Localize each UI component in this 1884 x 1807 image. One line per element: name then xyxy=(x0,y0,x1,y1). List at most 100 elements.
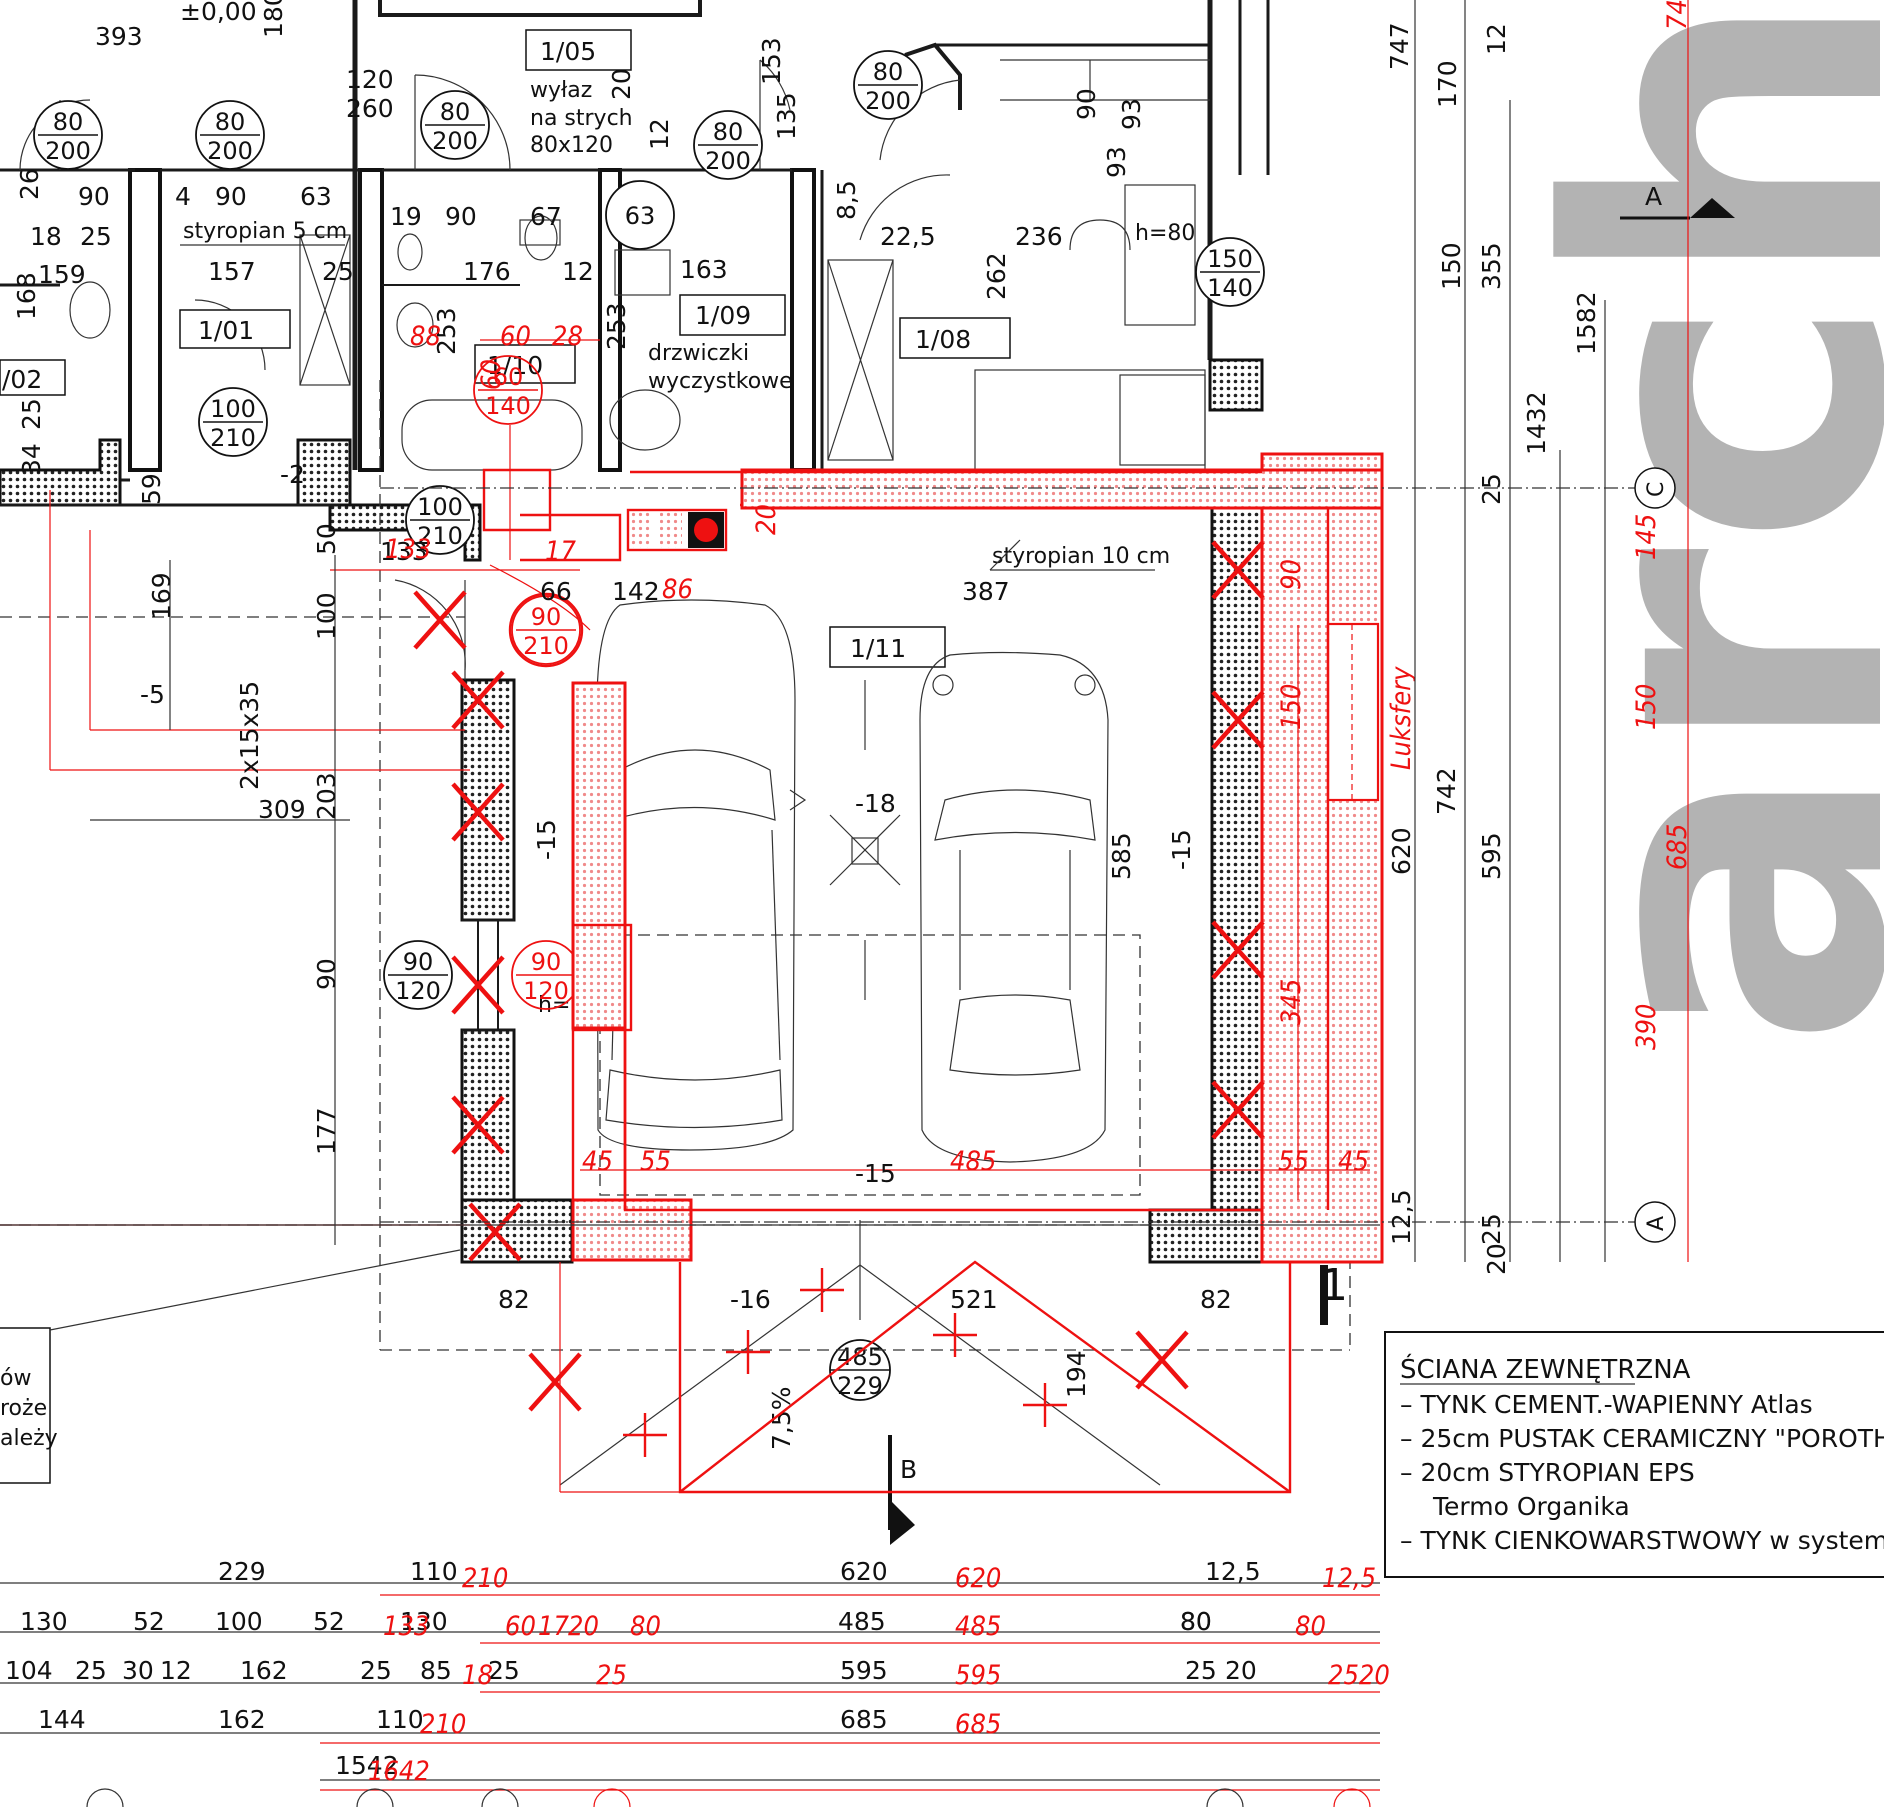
legend-line-2: – 25cm PUSTAK CERAMICZNY "POROTHER xyxy=(1400,1424,1884,1453)
room-label-1-02: /02 xyxy=(2,365,42,394)
door-tag-height: 140 xyxy=(1207,274,1253,302)
room-label-1-09: 1/09 xyxy=(695,301,751,330)
dimension-lines: C A xyxy=(0,0,1676,1807)
door-tag-width: 150 xyxy=(1207,245,1253,273)
demolition-mark xyxy=(468,1202,522,1262)
dimension-black: 194 xyxy=(1062,1350,1091,1398)
dimension-black: 236 xyxy=(1015,222,1063,251)
dimension-red: 28 xyxy=(552,321,583,352)
door-tag-width: 90 xyxy=(531,603,562,631)
dimension-black: 90 xyxy=(215,182,247,211)
dimension-black: 19 xyxy=(390,202,422,231)
dimension-red: 685 xyxy=(955,1709,1001,1740)
level-marks: -2 -5 -15 -18 -15 -15 -16 xyxy=(140,460,1196,1314)
dimension-black: 63 xyxy=(300,182,332,211)
dimension-black: 163 xyxy=(680,255,728,284)
dimension-black: 90 xyxy=(1072,88,1101,120)
dimension-black: 12 xyxy=(160,1656,192,1685)
dimension-black: 20 xyxy=(607,68,636,100)
dimension-black: 80 xyxy=(1180,1607,1212,1636)
door-tag-height: 229 xyxy=(837,1372,883,1400)
dimension-red: 150 xyxy=(1631,684,1662,730)
door-tag-width: 100 xyxy=(210,395,256,423)
cleaning-door-note-2: wyczystkowe xyxy=(648,369,793,394)
upper-rooms xyxy=(0,0,1270,562)
dimension-red: 485 xyxy=(955,1611,1001,1642)
door-tag-height: 210 xyxy=(523,632,569,660)
dimension-black: 26 xyxy=(15,168,44,200)
dimension-red: 390 xyxy=(1631,1004,1662,1050)
level-mark-5: -15 xyxy=(1167,829,1196,870)
dimension-black: 170 xyxy=(1433,60,1462,108)
dimension-black: 260 xyxy=(346,94,394,123)
dimension-black: 747 xyxy=(1385,22,1414,70)
dimension-black: 93 xyxy=(1117,98,1146,130)
dimension-black: 180 xyxy=(259,0,288,38)
dimension-black: 12 xyxy=(645,118,674,150)
notes: wyłaz na strych 80x120 drzwiczki wyczyst… xyxy=(180,0,1417,1450)
section-a-label: A xyxy=(1645,182,1662,211)
door-tag-height: 200 xyxy=(45,137,91,165)
attic-hatch-note-3: 80x120 xyxy=(530,133,613,158)
watermark: arch xyxy=(1482,0,1884,1050)
left-note-line-2: roże xyxy=(0,1396,47,1421)
door-tag-width: 80 xyxy=(873,58,904,86)
dimension-black: 176 xyxy=(463,257,511,286)
dimension-black: 90 xyxy=(312,958,341,990)
door-tag-width: 485 xyxy=(837,1343,883,1371)
dimension-black: 177 xyxy=(312,1107,341,1155)
dimension-red: 60 xyxy=(476,359,507,390)
door-tag-height: 200 xyxy=(865,87,911,115)
dimension-black: 1432 xyxy=(1522,391,1551,455)
room-label-1-11: 1/11 xyxy=(850,634,906,663)
red-overlay xyxy=(0,0,1689,1494)
dimension-black: 25 xyxy=(1185,1656,1217,1685)
dimension-black: 1582 xyxy=(1572,291,1601,355)
dimension-black: 135 xyxy=(772,92,801,140)
dimension-red: 90 xyxy=(1276,559,1307,590)
dimension-black: 144 xyxy=(38,1705,86,1734)
dimension-black: 100 xyxy=(215,1607,263,1636)
dimension-red: 133 xyxy=(383,1611,429,1642)
insulation-5-note: styropian 5 cm xyxy=(183,219,347,244)
dimension-red: 55 xyxy=(1278,1146,1309,1177)
demolition-mark xyxy=(1211,1080,1265,1140)
dimension-red: 80 xyxy=(630,1611,661,1642)
dimension-red: 145 xyxy=(1631,514,1662,560)
section-b-label: B xyxy=(900,1455,917,1484)
dimension-red: 685 xyxy=(1662,824,1693,870)
demolition-mark xyxy=(1211,540,1265,600)
dimension-black: 25 xyxy=(488,1656,520,1685)
dimension-black: 485 xyxy=(838,1607,886,1636)
dimension-black: 20 xyxy=(1482,1243,1511,1275)
dimension-red: 88 xyxy=(410,321,441,352)
door-tag-width: 80 xyxy=(53,108,84,136)
dimension-black: 59 xyxy=(137,473,166,505)
dimension-black: 90 xyxy=(445,202,477,231)
room-label-1-01: 1/01 xyxy=(198,316,254,345)
dimension-red: 45 xyxy=(582,1146,613,1177)
dimension-black: 12 xyxy=(1482,23,1511,55)
dimension-black: 521 xyxy=(950,1285,998,1314)
level-mark-7: -16 xyxy=(730,1285,771,1314)
dimension-red: 20 xyxy=(751,504,782,535)
dimension-black: 80 xyxy=(1180,1607,1212,1636)
dimension-red: 20 xyxy=(568,1611,599,1642)
demolition-mark xyxy=(451,782,505,842)
dimension-black: 100 xyxy=(312,592,341,640)
dimension-black: 25 xyxy=(360,1656,392,1685)
dimension-black: 133 xyxy=(380,537,428,566)
dimension-black: 12,5 xyxy=(1205,1557,1261,1586)
dimension-black: 157 xyxy=(208,257,256,286)
door-tag-height: 200 xyxy=(207,137,253,165)
section-number: 1 xyxy=(1320,1260,1348,1311)
dimension-red: 86 xyxy=(662,574,693,605)
dimension-black: 104 xyxy=(5,1656,53,1685)
dimension-black: 50 xyxy=(312,523,341,555)
legend-line-3: – 20cm STYROPIAN EPS xyxy=(1400,1458,1695,1487)
